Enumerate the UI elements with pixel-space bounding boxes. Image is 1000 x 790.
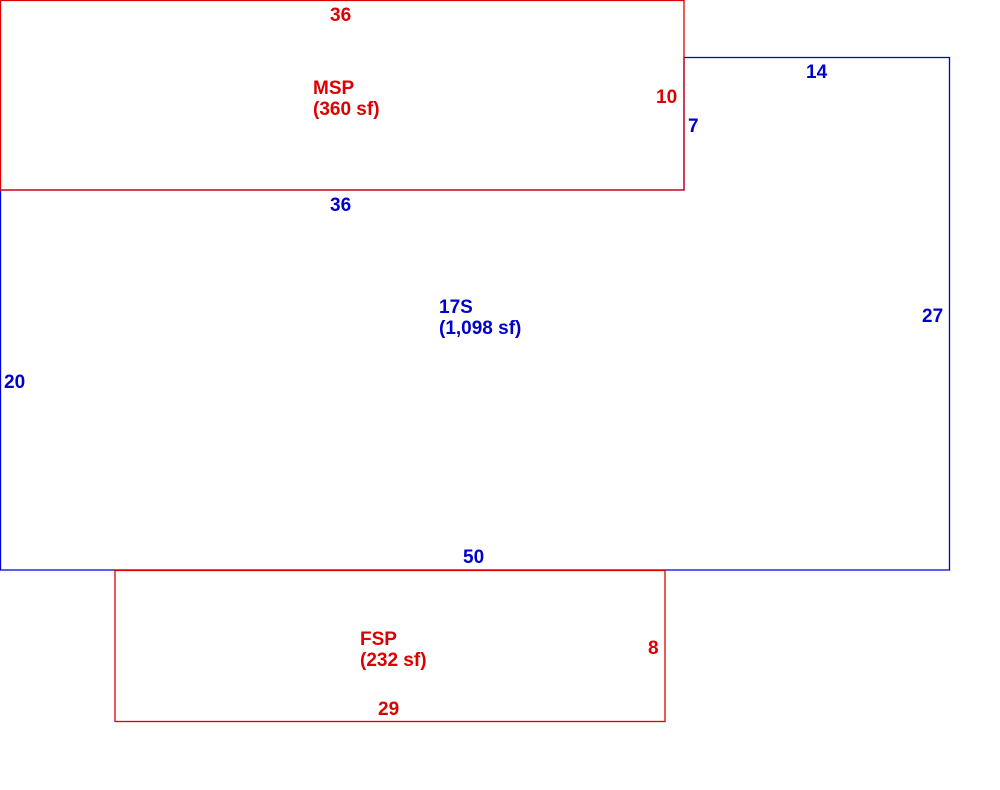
main-area: (1,098 sf) [439, 318, 521, 339]
fsp-name: FSP [360, 629, 397, 650]
main-name: 17S [439, 297, 473, 318]
dim-fsp-right: 8 [648, 638, 659, 659]
msp-name: MSP [313, 78, 355, 99]
msp-outline [0, 0, 685, 191]
dim-main-left: 20 [4, 372, 25, 393]
dim-main-top-right: 14 [806, 62, 828, 83]
dim-main-right: 27 [922, 306, 943, 327]
fsp-outline [114, 569, 666, 723]
main-area-outline [0, 56, 951, 571]
dim-msp-right: 10 [656, 87, 677, 108]
fsp-area: (232 sf) [360, 650, 427, 671]
dim-fsp-bottom: 29 [378, 699, 399, 720]
dim-main-bottom: 50 [463, 547, 484, 568]
dim-main-top-left: 36 [330, 195, 351, 216]
dim-msp-top: 36 [330, 5, 351, 26]
msp-area: (360 sf) [313, 99, 380, 120]
dim-main-step: 7 [688, 116, 699, 137]
